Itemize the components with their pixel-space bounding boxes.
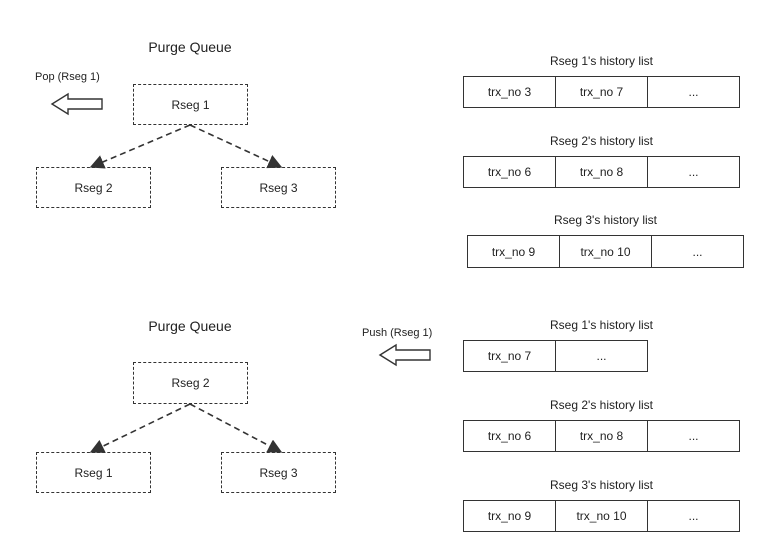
top-list-2-cell-2: trx_no 8: [556, 157, 648, 187]
bottom-queue-title: Purge Queue: [148, 318, 232, 334]
bottom-node-root: Rseg 2: [133, 362, 248, 404]
top-list-3-row: trx_no 9 trx_no 10 ...: [467, 235, 744, 268]
bottom-list-2-title: Rseg 2's history list: [550, 398, 653, 412]
top-list-3-title: Rseg 3's history list: [554, 213, 657, 227]
bottom-edge-root-right: [189, 403, 283, 453]
top-edge-root-left: [89, 124, 191, 169]
top-list-1-row: trx_no 3 trx_no 7 ...: [463, 76, 740, 108]
bottom-node-left: Rseg 1: [36, 452, 151, 493]
top-list-1-cell-1: trx_no 3: [464, 77, 556, 107]
bottom-edge-root-left: [89, 403, 191, 453]
top-list-1-cell-2: trx_no 7: [556, 77, 648, 107]
bottom-list-3-cell-2: trx_no 10: [556, 501, 648, 531]
top-node-right: Rseg 3: [221, 167, 336, 208]
push-label: Push (Rseg 1): [362, 327, 433, 339]
bottom-list-3-title: Rseg 3's history list: [550, 478, 653, 492]
top-node-root: Rseg 1: [133, 84, 248, 125]
top-list-2-title: Rseg 2's history list: [550, 134, 653, 148]
bottom-list-2-cell-1: trx_no 6: [464, 421, 556, 451]
top-list-3-cell-2: trx_no 10: [560, 236, 652, 267]
top-list-2-cell-3: ...: [688, 165, 699, 179]
bottom-list-2-cell-3: ...: [688, 429, 699, 443]
bottom-list-2-cell-2: trx_no 8: [556, 421, 648, 451]
pop-arrow-icon: [50, 92, 103, 116]
bottom-list-1-cell-1: trx_no 7: [464, 341, 556, 371]
top-queue-title: Purge Queue: [148, 39, 232, 55]
top-node-left: Rseg 2: [36, 167, 151, 208]
bottom-list-1-cell-2: ...: [596, 349, 607, 363]
top-list-2-row: trx_no 6 trx_no 8 ...: [463, 156, 740, 188]
top-list-3-cell-3: ...: [692, 244, 703, 259]
pop-label: Pop (Rseg 1): [35, 71, 100, 83]
bottom-list-1-row: trx_no 7 ...: [463, 340, 648, 372]
top-edge-root-right: [189, 124, 283, 169]
top-list-3-cell-1: trx_no 9: [468, 236, 560, 267]
top-list-1-title: Rseg 1's history list: [550, 54, 653, 68]
bottom-list-3-cell-3: ...: [688, 509, 699, 523]
top-list-2-cell-1: trx_no 6: [464, 157, 556, 187]
bottom-node-right: Rseg 3: [221, 452, 336, 493]
bottom-list-1-title: Rseg 1's history list: [550, 318, 653, 332]
bottom-list-2-row: trx_no 6 trx_no 8 ...: [463, 420, 740, 452]
bottom-list-3-cell-1: trx_no 9: [464, 501, 556, 531]
top-list-1-cell-3: ...: [688, 85, 699, 99]
bottom-list-3-row: trx_no 9 trx_no 10 ...: [463, 500, 740, 532]
push-arrow-icon: [378, 343, 431, 367]
